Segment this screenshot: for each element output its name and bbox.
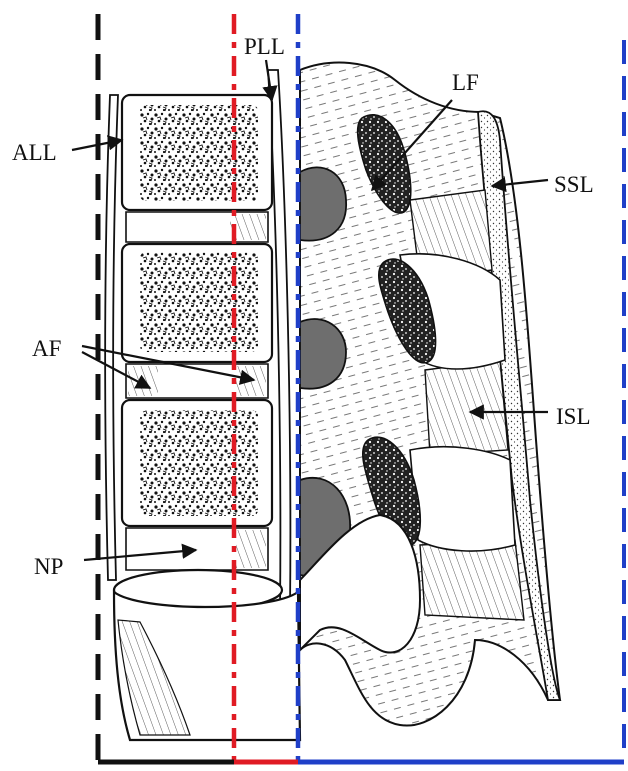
label-np: NP	[34, 554, 63, 579]
annulus-fibrosus-3	[236, 530, 266, 568]
spinous-process-2	[410, 447, 515, 551]
interspinous-ligament-2	[425, 360, 508, 455]
cancellous-bone-3	[140, 410, 258, 516]
label-lf: LF	[452, 70, 479, 95]
interspinous-ligament-3	[420, 540, 524, 620]
label-ssl: SSL	[554, 172, 594, 197]
label-pll: PLL	[244, 34, 285, 59]
anterior-longitudinal-ligament	[105, 95, 118, 580]
annulus-fibrosus-2a	[128, 366, 158, 396]
cancellous-bone-2	[140, 252, 258, 352]
label-isl: ISL	[556, 404, 591, 429]
cancellous-bone-1	[140, 105, 258, 201]
label-af: AF	[32, 336, 61, 361]
label-all: ALL	[12, 140, 57, 165]
annulus-fibrosus-2b	[236, 366, 266, 396]
